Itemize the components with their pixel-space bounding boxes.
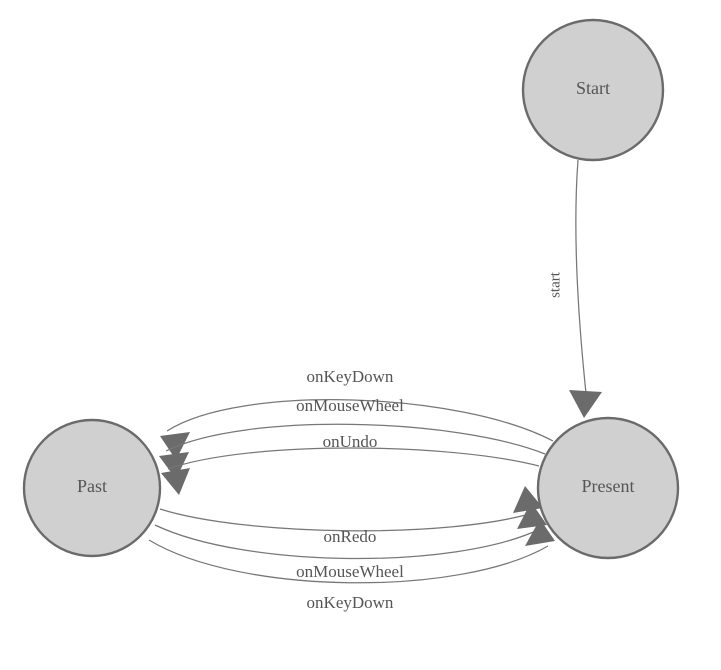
edge-start-present-path xyxy=(575,159,589,413)
edges-layer: start onKeyDown onMouseWheel onUndo xyxy=(148,159,602,612)
edge-past-present-onredo-path xyxy=(159,508,537,532)
edge-start-present-arrowhead xyxy=(569,390,602,418)
edge-start-present[interactable]: start xyxy=(547,159,602,418)
edge-present-past-onkeydown-path xyxy=(166,399,554,442)
state-node-past-label: Past xyxy=(77,476,107,496)
edge-label-present-past-onkeydown: onKeyDown xyxy=(307,367,394,386)
edge-label-start: start xyxy=(547,271,563,298)
edge-past-present-onredo[interactable]: onRedo xyxy=(159,486,543,546)
edge-present-past-onmousewheel-path xyxy=(165,423,546,455)
edge-label-past-present-onkeydown: onKeyDown xyxy=(307,593,394,612)
state-node-present[interactable]: Present xyxy=(536,416,680,560)
edge-present-past-onmousewheel-arrowhead xyxy=(159,452,189,479)
edge-label-past-present-onredo: onRedo xyxy=(324,527,377,546)
state-node-present-label: Present xyxy=(582,476,635,496)
state-node-start-label: Start xyxy=(576,78,610,98)
state-node-past[interactable]: Past xyxy=(22,418,162,558)
edge-present-past-onundo-arrowhead xyxy=(161,468,190,495)
edge-label-past-present-onmousewheel: onMouseWheel xyxy=(296,562,404,581)
state-node-present-circle[interactable] xyxy=(536,416,680,560)
state-node-start[interactable]: Start xyxy=(521,18,665,162)
edge-past-present-onkeydown-path xyxy=(148,539,549,584)
edge-present-past-onkeydown[interactable]: onKeyDown xyxy=(160,367,554,460)
state-node-past-circle[interactable] xyxy=(22,418,162,558)
edge-past-present-onmousewheel-path xyxy=(154,524,541,560)
edge-past-present-onkeydown-arrowhead xyxy=(525,519,555,546)
nodes-layer: Start Past Present xyxy=(22,18,680,560)
edge-present-past-onkeydown-arrowhead xyxy=(160,432,190,460)
edge-present-past-onundo[interactable]: onUndo xyxy=(161,432,540,495)
edge-present-past-onmousewheel[interactable]: onMouseWheel xyxy=(159,396,546,479)
state-node-start-circle[interactable] xyxy=(521,18,665,162)
edge-label-present-past-onundo: onUndo xyxy=(323,432,378,451)
edge-past-present-onkeydown[interactable]: onKeyDown xyxy=(148,519,555,612)
edge-present-past-onundo-path xyxy=(167,447,540,470)
edge-label-present-past-onmousewheel: onMouseWheel xyxy=(296,396,404,415)
edge-past-present-onredo-arrowhead xyxy=(513,486,543,513)
